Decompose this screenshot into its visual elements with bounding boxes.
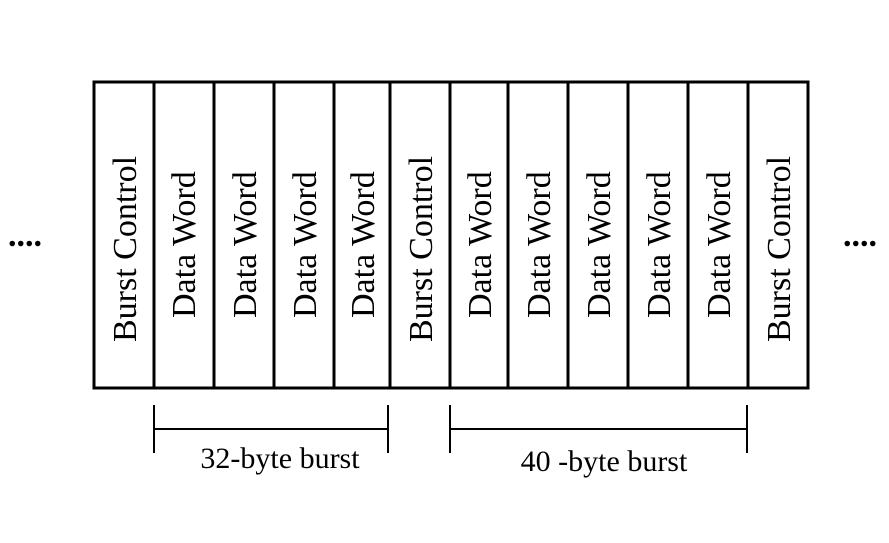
data-word-cell-label: Data Word bbox=[521, 171, 558, 318]
data-word-cell-label: Data Word bbox=[287, 171, 324, 318]
data-word-cell-label: Data Word bbox=[462, 171, 499, 318]
data-word-cell-label: Data Word bbox=[581, 171, 618, 318]
burst-control-cell-label: Burst Control bbox=[107, 156, 144, 342]
ellipsis-right: .... bbox=[843, 217, 877, 254]
burst-label-40: 40 -byte burst bbox=[521, 445, 688, 478]
burst-control-cell-label: Burst Control bbox=[761, 156, 798, 342]
cell-dividers bbox=[152, 82, 750, 388]
data-word-cell-label: Data Word bbox=[166, 171, 203, 318]
burst-control-cell-label: Burst Control bbox=[403, 156, 440, 342]
data-word-cell-label: Data Word bbox=[701, 171, 738, 318]
ellipsis-left: .... bbox=[8, 217, 42, 254]
data-word-cell-label: Data Word bbox=[641, 171, 678, 318]
burst-bracket-40 bbox=[449, 405, 748, 453]
data-word-cell-label: Data Word bbox=[227, 171, 264, 318]
burst-label-32: 32-byte burst bbox=[200, 442, 360, 475]
data-word-cell-label: Data Word bbox=[345, 171, 382, 318]
burst-bracket-32 bbox=[153, 405, 389, 453]
cell-labels: Burst Control Data Word Data Word Data W… bbox=[107, 156, 798, 342]
